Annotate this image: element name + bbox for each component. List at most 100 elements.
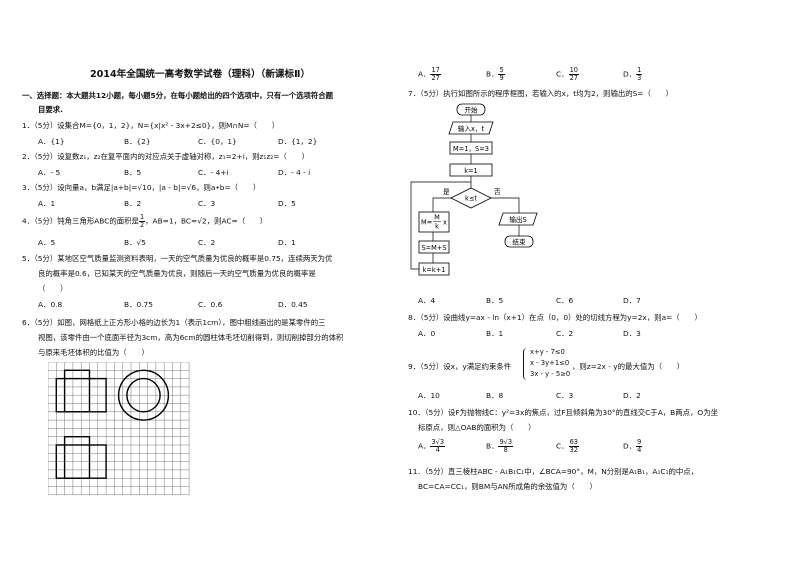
q3-option-b: B．2 bbox=[124, 199, 142, 208]
q6-option-d-label: D． bbox=[623, 69, 637, 79]
q2-option-b: B．5 bbox=[124, 168, 142, 177]
section-heading-line2: 目要求. bbox=[38, 105, 63, 114]
q6-line3: 与原来毛坯体积的比值为（ ） bbox=[38, 348, 149, 357]
flow-m-den: k bbox=[435, 223, 439, 231]
q9-option-d: D．2 bbox=[623, 391, 641, 400]
q8-stem: 8．（5分）设曲线y=ax - ln（x+1）在点（0，0）处的切线方程为y=2… bbox=[408, 313, 702, 322]
q2-option-c: C．- 4+i bbox=[198, 168, 229, 177]
q9-constraint-1: x+y - 7≤0 bbox=[530, 348, 565, 356]
q2-option-d: D．- 4 - i bbox=[278, 168, 311, 177]
flow-end-box bbox=[504, 235, 534, 248]
flow-yes-label: 是 bbox=[443, 188, 450, 196]
grid-lines bbox=[48, 362, 190, 496]
flow-no-label: 否 bbox=[494, 188, 501, 196]
q6-option-b-label: B． bbox=[486, 69, 499, 79]
q4-stem-pre: 4．（5分）钝角三角形ABC的面积是 bbox=[22, 216, 139, 226]
flow-start-label: 开始 bbox=[464, 106, 478, 115]
flow-end-label: 结束 bbox=[512, 238, 526, 247]
q8-option-b: B．1 bbox=[486, 329, 504, 338]
q10-option-a-num: 3√3 bbox=[430, 438, 446, 447]
q1-option-c: C．{0，1} bbox=[198, 137, 237, 146]
side-view-inner-rect bbox=[63, 435, 91, 479]
q9-option-c: C．3 bbox=[556, 391, 574, 400]
q6-option-b-den: 9 bbox=[499, 74, 504, 82]
flow-m-pre: M= bbox=[421, 219, 432, 227]
q6-line1: 6．（5分）如图，网格纸上正方形小格的边长为1（表示1cm），图中粗线画出的是某… bbox=[22, 318, 326, 327]
q4-stem-post: ，AB=1，BC=√2，则AC=（ ） bbox=[145, 216, 268, 226]
q8-option-c: C．2 bbox=[556, 329, 574, 338]
flow-condition-diamond bbox=[450, 187, 492, 209]
q11-line1: 11．（5分）直三棱柱ABC - A₁B₁C₁中，∠BCA=90°，M，N分别是… bbox=[408, 467, 699, 476]
q4-option-c: C．2 bbox=[198, 238, 216, 247]
q9-option-b: B．8 bbox=[486, 391, 504, 400]
q4-option-a: A．5 bbox=[38, 238, 56, 247]
q10-option-d-label: D． bbox=[623, 441, 637, 451]
q10-option-c-den: 32 bbox=[569, 446, 578, 454]
q7-option-d: D．7 bbox=[623, 296, 641, 305]
section-heading-line1: 一、选择题：本大题共12小题，每小题5分，在每小题给出的四个选项中，只有一个选项… bbox=[22, 91, 334, 100]
q9-stem-post: ，则z=2x - y的最大值为（ ） bbox=[572, 362, 685, 371]
q11-line2: BC=CA=CC₁，则BM与AN所成角的余弦值为（ ） bbox=[418, 482, 597, 491]
flow-m-box bbox=[418, 211, 450, 233]
q6-option-d-den: 3 bbox=[637, 74, 642, 82]
q5-line3: （ ） bbox=[38, 284, 68, 293]
q10-option-c-label: C． bbox=[556, 441, 569, 451]
q10-option-b-label: B． bbox=[486, 441, 499, 451]
q7-option-b: B．5 bbox=[486, 296, 504, 305]
flow-increment-label: k=k+1 bbox=[423, 266, 446, 274]
top-view-outer-circle bbox=[117, 369, 170, 421]
q9-constraint-2: x - 3y+1≤0 bbox=[530, 359, 570, 367]
q10-option-b-num: 9√3 bbox=[498, 438, 514, 447]
flow-input-label: 输入x，t bbox=[458, 124, 485, 133]
flowchart-figure: 开始 输入x，t M=1，S=3 k=1 k≤t 是 否 M= M k x S=… bbox=[410, 103, 538, 276]
q8-option-d: D．3 bbox=[623, 329, 641, 338]
q6-option-a-den: 27 bbox=[431, 74, 440, 82]
q9-brace bbox=[523, 348, 530, 380]
q6-option-c-label: C． bbox=[556, 69, 569, 79]
q4-option-b: B．√5 bbox=[124, 238, 146, 247]
q10-option-d-den: 4 bbox=[637, 446, 642, 454]
flow-output-box bbox=[498, 212, 538, 226]
q6-option-d-num: 1 bbox=[636, 66, 643, 75]
q7-option-a: A．4 bbox=[418, 296, 436, 305]
q3-option-c: C．3 bbox=[198, 199, 216, 208]
flow-loop-back-line bbox=[410, 181, 471, 270]
flow-m-num: M bbox=[434, 214, 440, 222]
q9-stem-pre: 9．（5分）设x，y满足约束条件 bbox=[408, 362, 512, 371]
q3-option-a: A．1 bbox=[38, 199, 56, 208]
q2-stem: 2．（5分）设复数z₁，z₂在复平面内的对应点关于虚轴对称，z₁=2+i，则z₁… bbox=[22, 152, 309, 161]
q5-line1: 5．（5分）某地区空气质量监测资料表明，一天的空气质量为优良的概率是0.75，连… bbox=[22, 254, 333, 263]
q10-line2: 标原点，则△OAB的面积为（ ） bbox=[418, 423, 536, 432]
q5-option-c: C．0.6 bbox=[198, 300, 223, 309]
q6-line2: 视图，该零件由一个底面半径为3cm，高为6cm的圆柱体毛坯切削得到，则切削掉部分… bbox=[38, 333, 344, 342]
q4-frac-numerator: 1 bbox=[138, 213, 146, 222]
q3-option-d: D．5 bbox=[278, 199, 296, 208]
flow-k1-label: k=1 bbox=[464, 167, 478, 175]
flow-s-box bbox=[418, 240, 450, 254]
front-view-inner-rect bbox=[63, 369, 91, 413]
flow-m-post: x bbox=[443, 219, 447, 227]
q8-option-a: A．0 bbox=[418, 329, 436, 338]
q5-option-a: A．0.8 bbox=[38, 300, 63, 309]
q6-option-a-label: A． bbox=[418, 69, 431, 79]
flow-s-label: S=M+S bbox=[421, 244, 446, 252]
q2-option-a: A．- 5 bbox=[38, 168, 61, 177]
q10-line1: 10．（5分）设F为抛物线C：y²=3x的焦点，过F且倾斜角为30°的直线交C于… bbox=[408, 408, 718, 417]
q10-option-a-label: A． bbox=[418, 441, 431, 451]
q3-stem: 3．（5分）设向量a，b满足|a+b|=√10，|a - b|=√6，则a•b=… bbox=[22, 183, 261, 192]
q6-option-b-num: 5 bbox=[498, 66, 505, 75]
q1-stem: 1．（5分）设集合M={0，1，2}，N={x|x² - 3x+2≤0}，则M∩… bbox=[22, 121, 280, 130]
flow-condition-label: k≤t bbox=[465, 195, 477, 203]
